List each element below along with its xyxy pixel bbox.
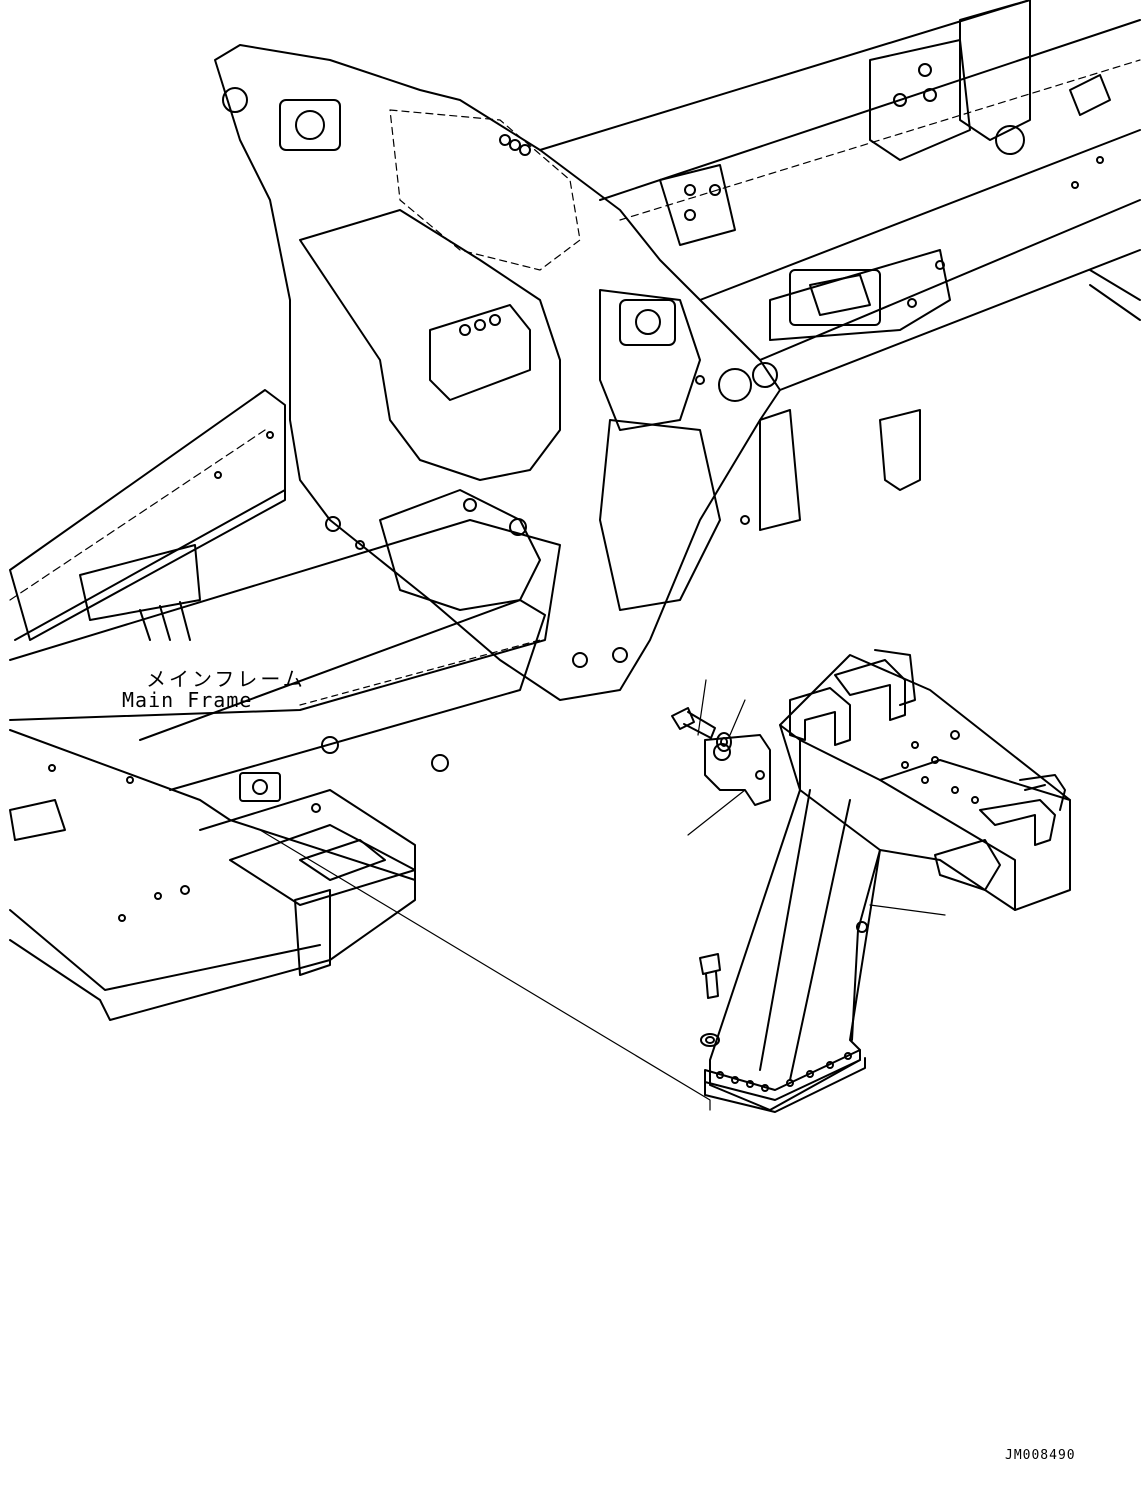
step-stand-assembly: [704, 649, 1071, 1113]
leader-line-stand: [869, 904, 946, 916]
lower-washer: [700, 1033, 720, 1047]
main-frame-drawing: [9, 0, 1141, 1021]
lower-bolt: [699, 953, 721, 999]
reference-line: [259, 829, 711, 1111]
mounting-bracket: [704, 734, 771, 806]
leader-line-bolt: [697, 679, 707, 736]
drawing-code: JM008490: [1005, 1448, 1076, 1463]
leader-line-washer: [729, 699, 746, 736]
main-frame-label-en: Main Frame: [122, 688, 253, 712]
main-frame-label-jp: メインフレーム: [146, 667, 306, 691]
leader-line-bracket: [687, 789, 746, 836]
upper-bolt: [671, 707, 716, 739]
